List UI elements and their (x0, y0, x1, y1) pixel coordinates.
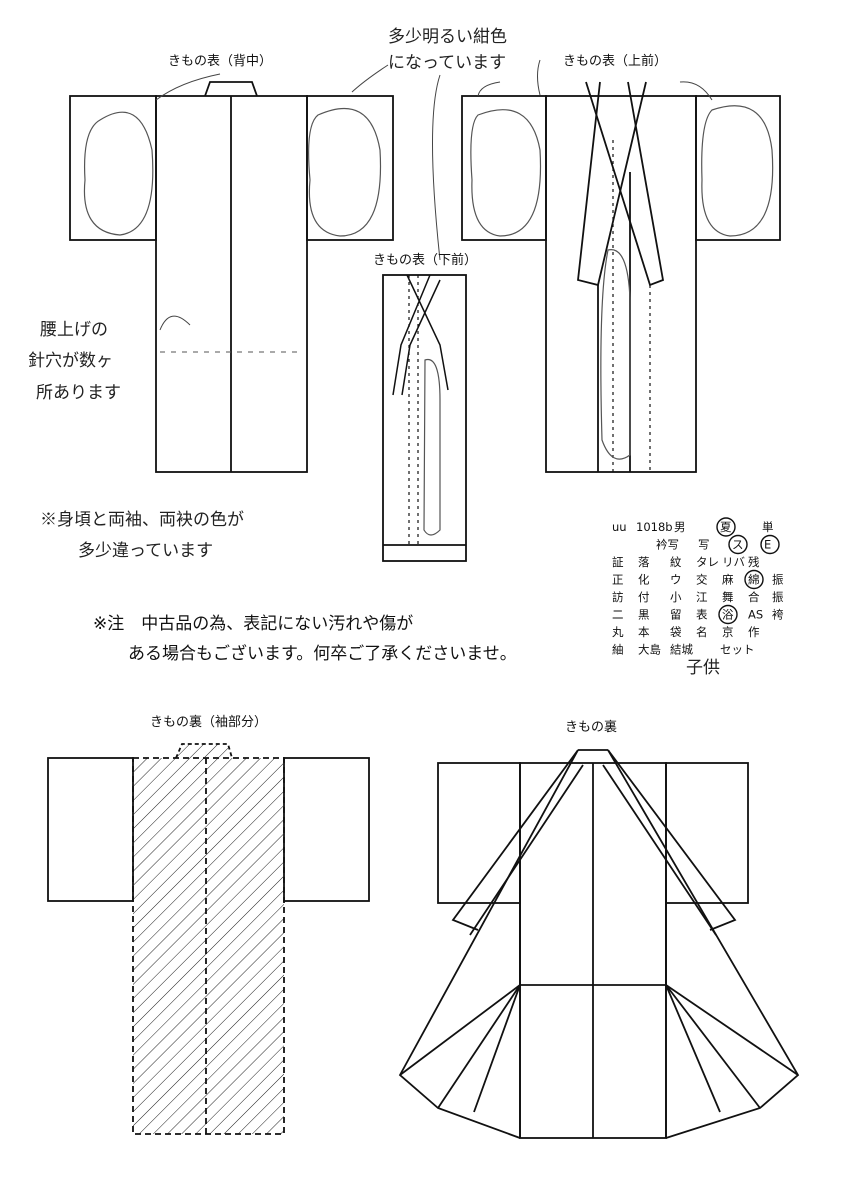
code-cell: 付 (638, 590, 650, 604)
code-circle-mark (716, 517, 736, 537)
code-cell: 振 (772, 590, 784, 604)
code-cell: 浴 (722, 608, 734, 622)
code-cell: 小 (670, 590, 682, 604)
code-cell: 交 (696, 573, 708, 587)
disclaimer-line-2: ある場合もございます。何卒ご了承くださいませ。 (128, 643, 517, 664)
code-cell: uu (612, 520, 627, 534)
code-cell: 大島 (638, 643, 661, 657)
label-lower-front: きもの表（下前） (373, 252, 477, 268)
code-cell: 訪 (612, 590, 624, 604)
code-cell: 単 (762, 520, 774, 534)
code-cell: AS (748, 608, 763, 622)
code-cell: 化 (638, 573, 650, 587)
code-cell: 男 (674, 520, 686, 534)
label-upper-front: きもの表（上前） (563, 53, 667, 69)
code-cell: 紬 (612, 643, 624, 657)
code-cell: 袋 (670, 625, 682, 639)
handwritten-color-note-2: になっています (388, 53, 506, 73)
code-cell: 作 (748, 625, 760, 639)
handwritten-body-note-1: ※身頃と両袖、両袂の色が (40, 510, 244, 530)
code-cell: 結城 (670, 643, 693, 657)
handwritten-color-note-1: 多少明るい紺色 (388, 27, 507, 47)
code-cell: 落 (638, 555, 650, 569)
code-cell: 本 (638, 625, 650, 639)
code-cell: 振 (772, 573, 784, 587)
kimono-back-view (69, 81, 394, 473)
code-cell: 正 (612, 573, 624, 587)
code-cell: ス (732, 538, 744, 552)
code-cell: 江 (696, 590, 708, 604)
kimono-lining-view (398, 749, 800, 1139)
kimono-lower-front-view (382, 274, 467, 562)
label-back: きもの表（背中） (168, 54, 272, 69)
label-lining: きもの裏 (565, 720, 617, 735)
code-cell: 夏 (720, 520, 732, 534)
code-circle-mark (744, 569, 764, 590)
code-cell: 二 (612, 608, 624, 622)
code-cell: 証 (612, 555, 624, 569)
disclaimer-line-1: ※注 中古品の為、表記にない汚れや傷が (93, 614, 413, 634)
handwritten-stain-note-1: 腰上げの (40, 320, 108, 340)
code-cell: 綿 (748, 573, 760, 587)
code-cell: 合 (748, 590, 760, 604)
code-cell: 1018b (636, 520, 673, 534)
kimono-upper-front-view (461, 81, 781, 473)
label-lining-sleeve: きもの裏（袖部分） (150, 715, 267, 730)
code-cell: 京 (722, 625, 734, 639)
code-cell: 黒 (638, 608, 650, 622)
code-circle-mark (728, 534, 748, 555)
kimono-lining-sleeve-view (47, 743, 370, 1135)
code-cell: 舞 (722, 590, 734, 604)
code-circle-mark (718, 604, 738, 625)
code-cell: 表 (696, 608, 708, 622)
code-cell: 丸 (612, 625, 624, 639)
handwritten-child-tag: 子供 (686, 658, 720, 678)
code-circle-mark (760, 534, 780, 555)
code-cell: 留 (670, 608, 682, 622)
handwritten-stain-note-2: 針穴が数ヶ (28, 351, 113, 371)
code-cell: 写 (698, 538, 710, 552)
code-cell: タレ (696, 555, 719, 569)
handwritten-stain-note-3: 所あります (36, 383, 121, 403)
annotation-leader-lines (155, 59, 713, 331)
code-cell: 紋 (670, 555, 682, 569)
code-cell: 名 (696, 625, 708, 639)
code-cell: E (764, 538, 771, 552)
code-cell: 麻 (722, 573, 734, 587)
code-cell: 袴 (772, 608, 784, 622)
code-cell: 残 (748, 555, 760, 569)
handwritten-body-note-2: 多少違っています (78, 541, 213, 561)
code-cell: ウ (670, 573, 682, 587)
code-cell: リバ (722, 555, 745, 569)
code-cell: 衿写 (656, 538, 679, 552)
code-cell: セット (720, 643, 755, 657)
